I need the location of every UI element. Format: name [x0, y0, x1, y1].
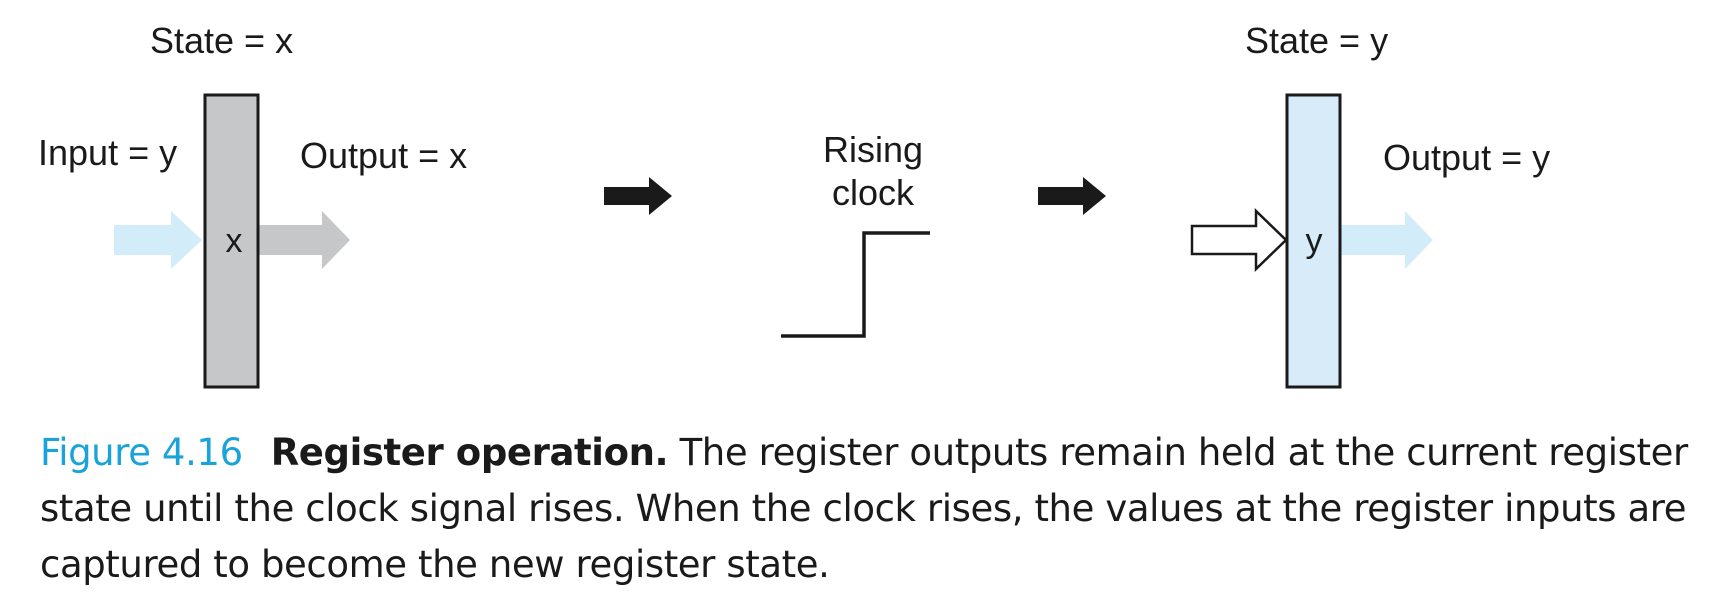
right-output-arrow — [1340, 211, 1433, 269]
figure-caption: Figure 4.16 Register operation. The regis… — [40, 425, 1700, 593]
right-register-group: State = y Output = y y — [1190, 20, 1550, 389]
left-input-label: Input = y — [38, 132, 177, 173]
caption-text: The register outputs remain held at the … — [40, 431, 1688, 586]
left-input-arrow — [114, 211, 202, 269]
flow-arrow-1 — [604, 177, 672, 215]
clock-label-line2: clock — [832, 172, 915, 213]
left-register-value: x — [226, 222, 243, 260]
right-state-label: State = y — [1245, 20, 1388, 61]
figure-number: Figure 4.16 — [40, 431, 243, 474]
right-register-value: y — [1306, 222, 1323, 260]
right-register-box — [1285, 93, 1342, 389]
flow-arrow-2 — [1038, 177, 1106, 215]
left-register-box — [203, 93, 260, 389]
rising-edge-waveform — [781, 231, 930, 338]
clock-label-line1: Rising — [823, 129, 923, 170]
left-state-label: State = x — [150, 20, 293, 61]
right-output-label: Output = y — [1383, 137, 1550, 178]
left-register-group: State = x Input = y Output = x x — [38, 20, 467, 389]
left-output-arrow — [258, 211, 350, 269]
right-input-arrow — [1190, 208, 1288, 272]
left-output-label: Output = x — [300, 135, 467, 176]
rising-clock-group: Rising clock — [781, 129, 930, 338]
figure-title: Register operation. — [270, 431, 669, 474]
